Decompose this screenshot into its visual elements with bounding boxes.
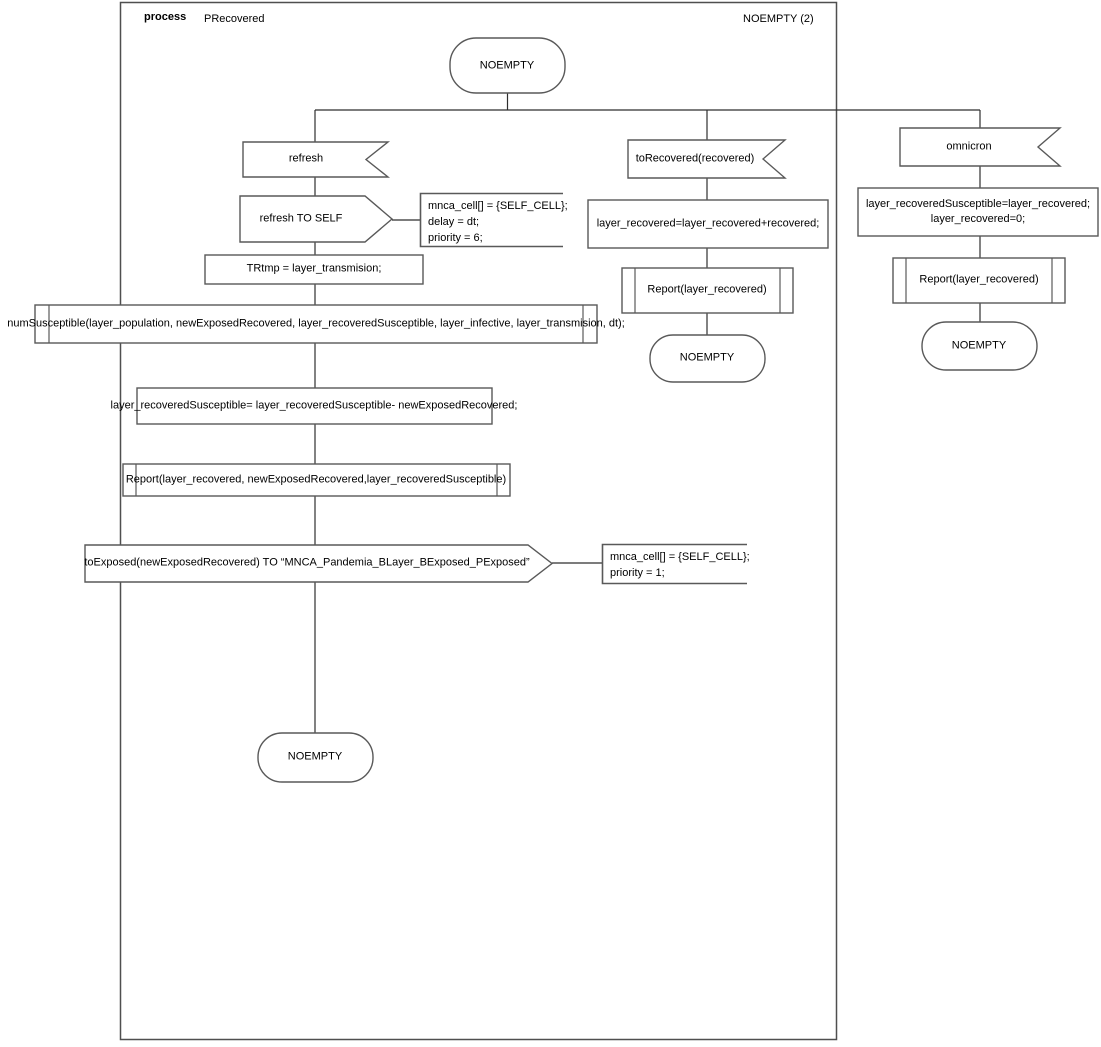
call-report-left-label: Report(layer_recovered, newExposedRecove…: [125, 473, 507, 486]
call-report-left-shape[interactable]: [122, 463, 511, 497]
input-torecovered-label: toRecovered(recovered): [635, 152, 755, 165]
task-update-shape[interactable]: [136, 387, 493, 425]
comment-toexposed-shape[interactable]: [601, 543, 748, 585]
task-torecovered-label: layer_recovered=layer_recovered+recovere…: [596, 217, 820, 230]
process-name-label: PRecovered: [204, 13, 265, 25]
state-start-label: NOEMPTY: [479, 59, 535, 72]
state-start-shape[interactable]: [449, 37, 566, 94]
task-trtmp-shape[interactable]: [204, 254, 424, 285]
task-trtmp-label: TRtmp = layer_transmision;: [246, 262, 382, 275]
process-kind-label: process: [144, 11, 187, 23]
state-end-torecovered-label: NOEMPTY: [679, 351, 735, 364]
task-update-label: layer_recoveredSusceptible= layer_recove…: [110, 399, 518, 412]
state-end-omnicron-label: NOEMPTY: [951, 339, 1007, 352]
call-report-mid-label: Report(layer_recovered): [647, 283, 767, 296]
task-omnicron-label: layer_recoveredSusceptible=layer_recover…: [865, 198, 1091, 225]
comment-toexposed-text: mnca_cell[] = {SELF_CELL}; priority = 1;: [610, 551, 750, 579]
send-toexposed-label: toExposed(newExposedRecovered) TO “MNCA_…: [84, 556, 530, 569]
input-refresh-label: refresh: [288, 152, 324, 165]
state-end-refresh-label: NOEMPTY: [287, 750, 343, 763]
call-numsusceptible-label: numSusceptible(layer_population, newExpo…: [7, 317, 625, 330]
state-end-refresh-shape[interactable]: [257, 732, 374, 783]
state-end-omnicron-shape[interactable]: [921, 321, 1038, 371]
input-torecovered-shape[interactable]: [627, 139, 787, 179]
input-refresh-shape[interactable]: [242, 141, 391, 178]
send-refresh-to-self-label: refresh TO SELF: [259, 212, 343, 225]
process-frame: [119, 1, 838, 1041]
call-report-right-shape[interactable]: [892, 257, 1066, 304]
task-torecovered-shape[interactable]: [587, 199, 829, 249]
input-omnicron-shape[interactable]: [899, 127, 1062, 167]
call-numsusceptible-shape[interactable]: [34, 304, 598, 344]
comment-send-self-shape[interactable]: [419, 192, 564, 248]
send-toexposed-shape[interactable]: [84, 544, 554, 583]
send-refresh-to-self-shape[interactable]: [239, 195, 394, 243]
frame-corner-label: NOEMPTY (2): [743, 13, 814, 25]
call-report-right-label: Report(layer_recovered): [919, 273, 1039, 286]
input-omnicron-label: omnicron: [946, 140, 992, 153]
task-omnicron-shape[interactable]: [857, 187, 1099, 237]
call-report-mid-shape[interactable]: [621, 267, 794, 314]
state-end-torecovered-shape[interactable]: [649, 334, 766, 383]
comment-send-self-text: mnca_cell[] = {SELF_CELL}; delay = dt; p…: [428, 200, 568, 244]
